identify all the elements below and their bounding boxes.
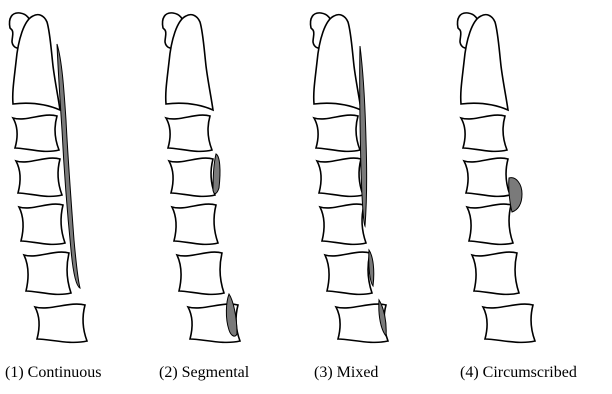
vertebra-c5-continuous (19, 204, 65, 244)
spine-continuous (9, 13, 87, 342)
panel-segmental (162, 13, 240, 342)
vertebra-c4-segmental (169, 158, 215, 196)
panel-mixed (310, 13, 388, 342)
spine-segmental (162, 13, 240, 342)
vertebra-c6-continuous (24, 252, 71, 294)
spine-circumscribed (457, 13, 535, 342)
caption-circumscribed: (4) Circumscribed (460, 363, 577, 383)
vertebra-c3-continuous (13, 115, 59, 151)
vertebra-c7-continuous (35, 304, 87, 342)
vertebra-c3-mixed (314, 115, 360, 151)
vertebra-c5-circumscribed (467, 204, 513, 244)
caption-segmental: (2) Segmental (159, 363, 249, 383)
vertebra-c3-segmental (166, 115, 212, 151)
vertebra-c4-continuous (16, 158, 62, 196)
vertebra-c5-mixed (320, 204, 366, 244)
vertebra-c4-circumscribed (464, 158, 510, 196)
caption-continuous: (1) Continuous (5, 363, 101, 383)
vertebra-c6-mixed (325, 252, 372, 294)
vertebra-c6-segmental (177, 252, 224, 294)
vertebra-c6-circumscribed (472, 252, 519, 294)
vertebra-c4-mixed (317, 158, 363, 196)
ossification-circumscribed (509, 178, 522, 212)
vertebra-c3-circumscribed (461, 115, 507, 151)
panel-circumscribed (457, 13, 535, 342)
ossification-segment-1 (213, 154, 220, 194)
caption-mixed: (3) Mixed (314, 363, 378, 383)
spine-mixed (310, 13, 388, 342)
ossification-mixed-continuous (360, 46, 367, 226)
vertebra-c7-circumscribed (483, 304, 535, 342)
panel-continuous (9, 13, 87, 342)
ossification-continuous (57, 44, 80, 288)
vertebra-c5-segmental (172, 204, 218, 244)
